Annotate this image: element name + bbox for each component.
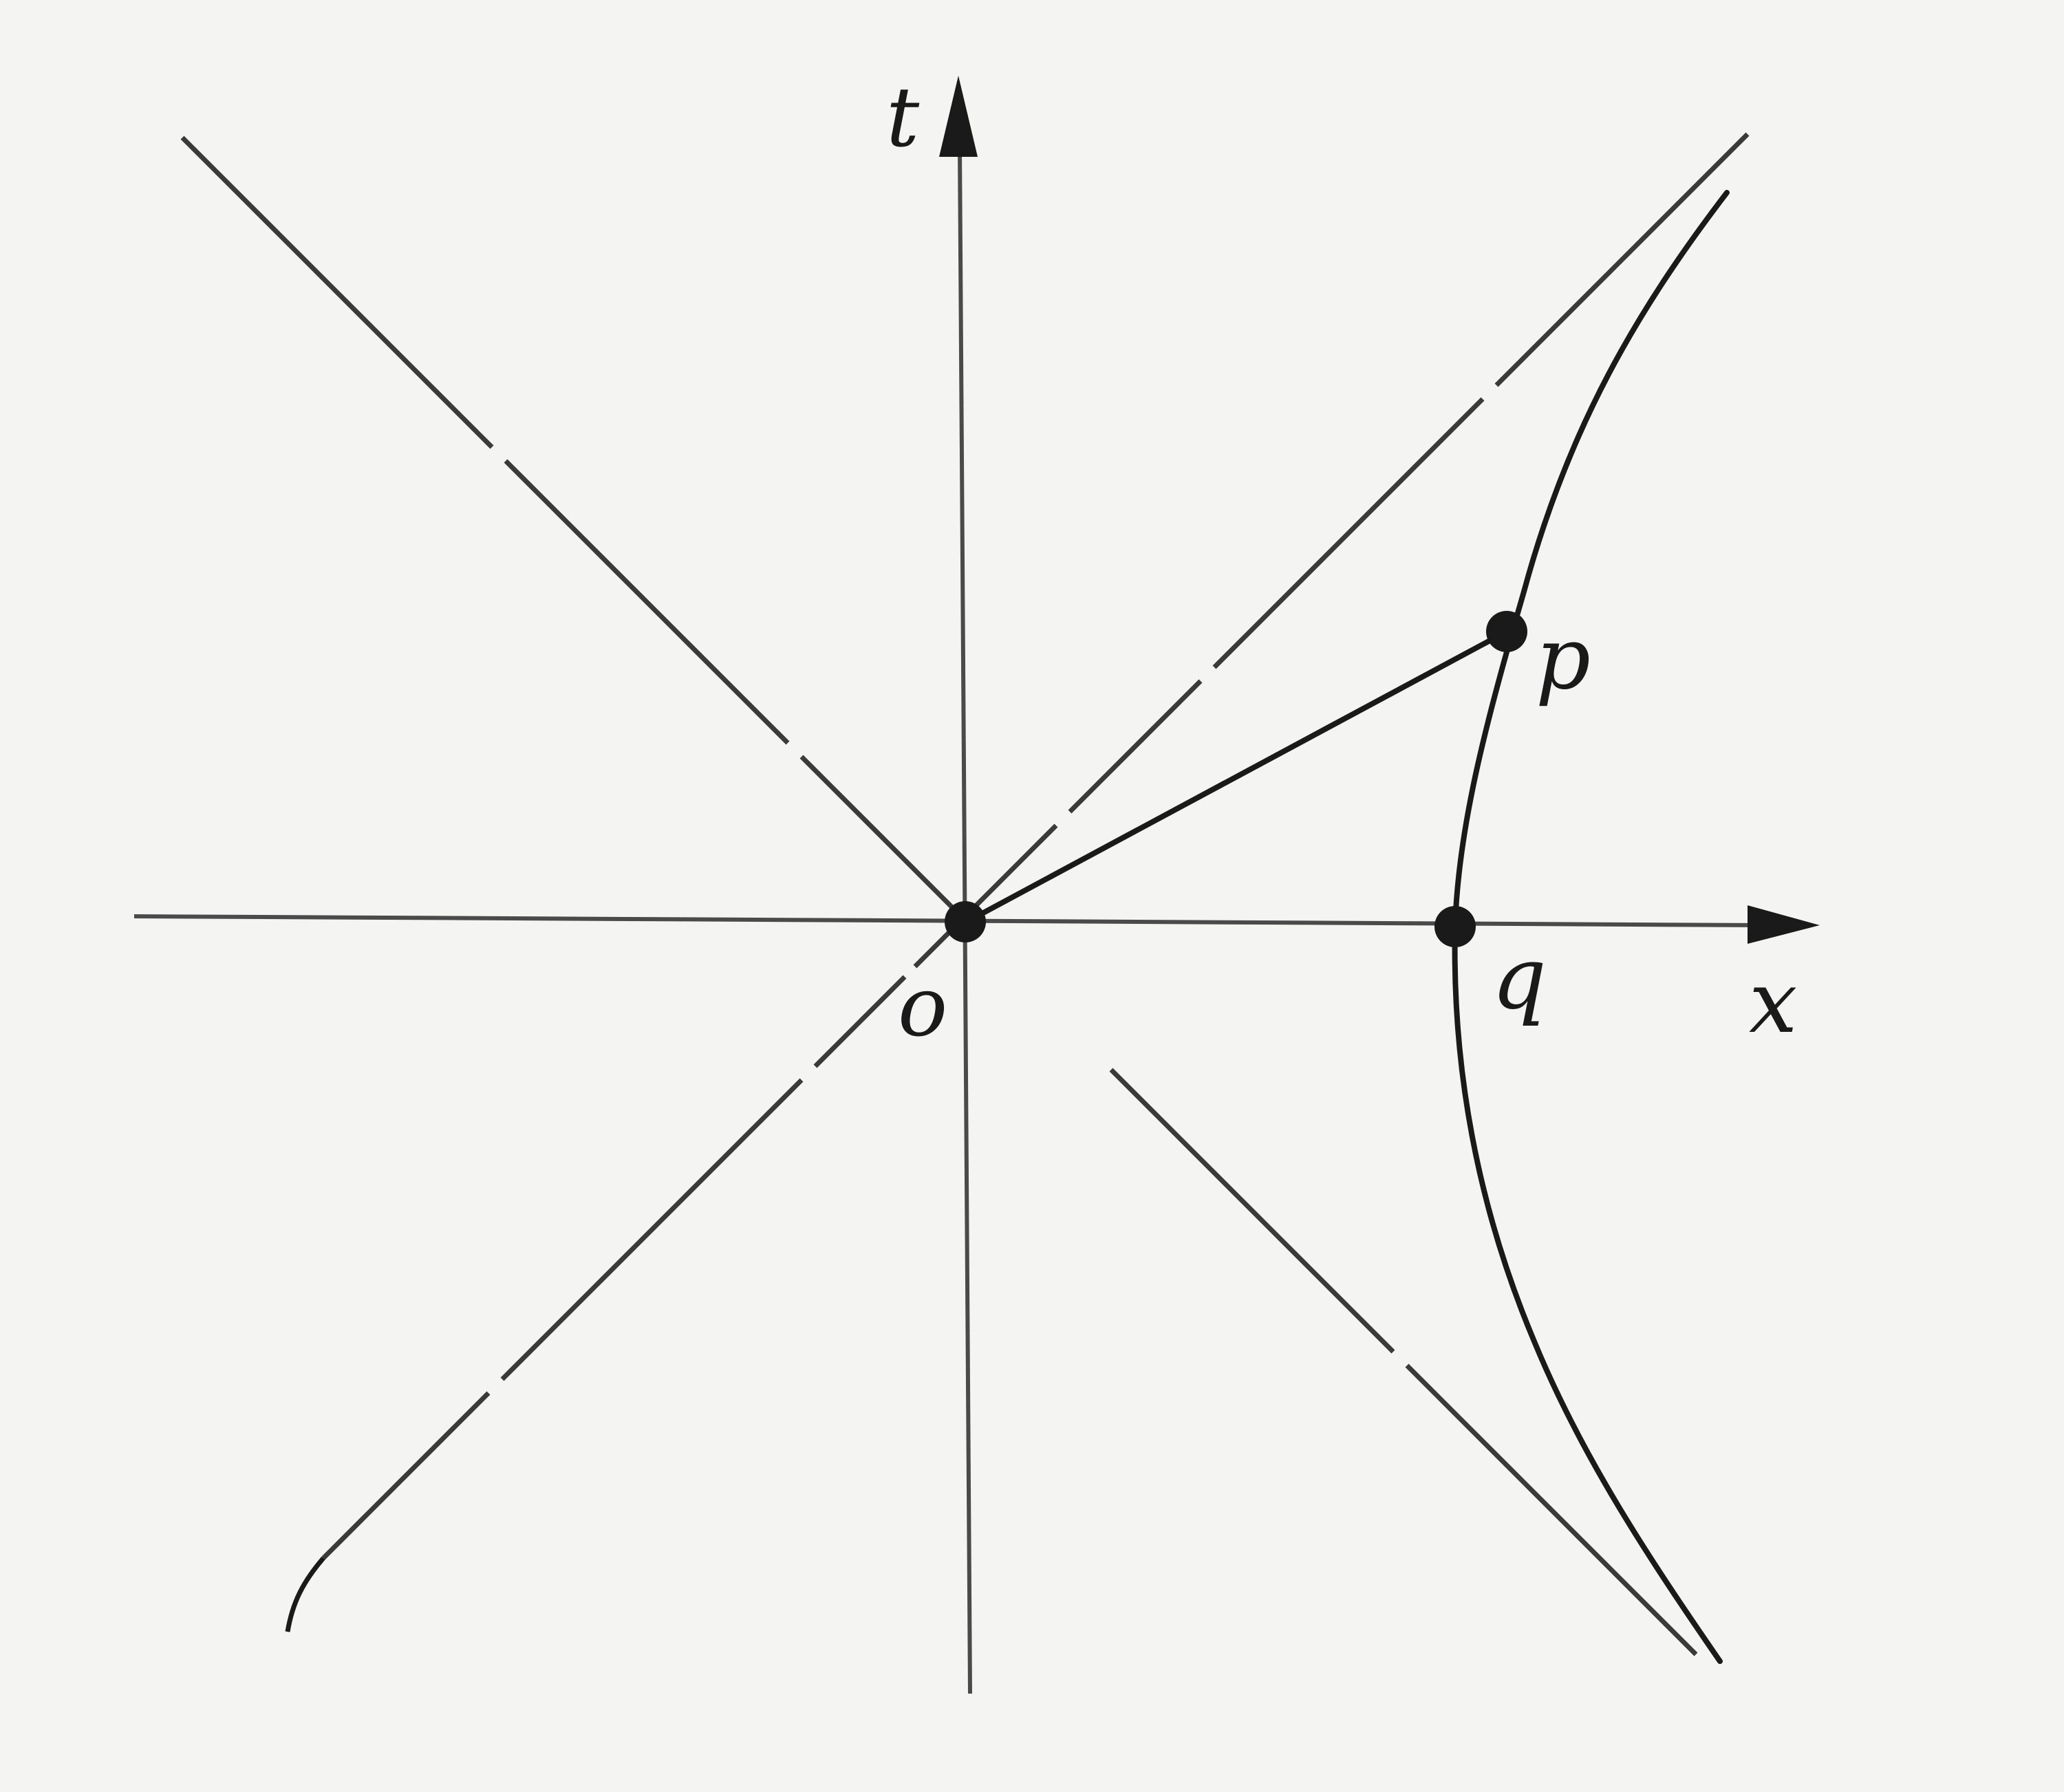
light-cone-line-positive-slope — [321, 132, 1750, 1560]
origin-label: o — [898, 960, 947, 1055]
light-cone-line-negative-slope — [180, 136, 1698, 1656]
point-q-label: q — [1492, 929, 1547, 1028]
x-axis-arrowhead — [1748, 905, 1820, 944]
t-axis-label: t — [886, 70, 920, 166]
point-p-label: p — [1536, 609, 1591, 709]
t-axis-arrowhead — [939, 76, 978, 157]
point-p — [1486, 611, 1527, 652]
point-q — [1434, 906, 1476, 947]
point-origin — [945, 901, 986, 942]
x-axis-label: x — [1749, 953, 1798, 1052]
lower-left-curve-tail — [285, 1556, 325, 1632]
segment-o-to-p — [964, 629, 1509, 925]
